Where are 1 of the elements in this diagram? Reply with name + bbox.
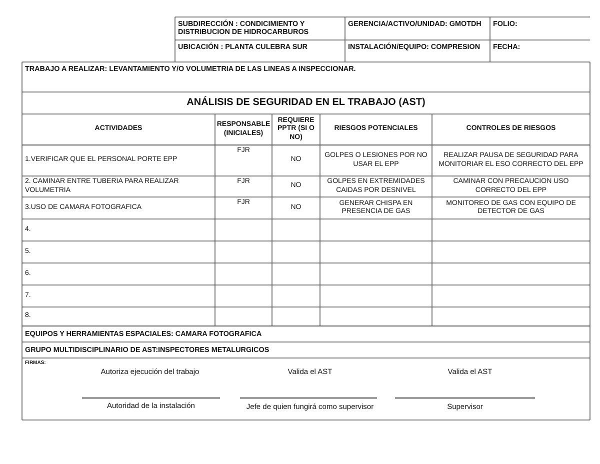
form-title: ANÁLISIS DE SEGURIDAD EN EL TRABAJO (AST) xyxy=(186,97,426,109)
